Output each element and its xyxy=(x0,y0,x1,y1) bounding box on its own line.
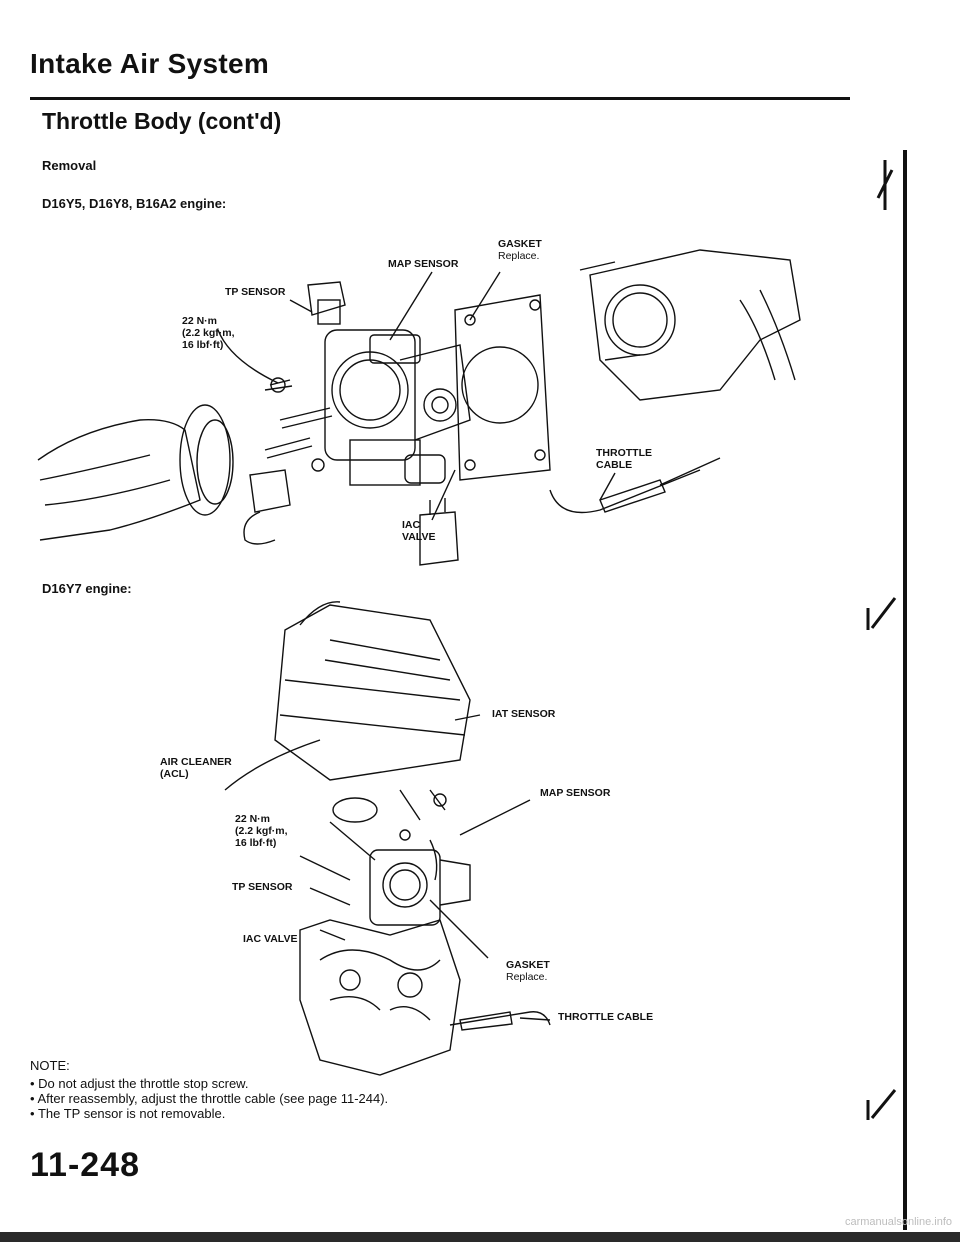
diagram2-label-gasket-note: Replace. xyxy=(506,971,548,983)
page-number: 11-248 xyxy=(30,1146,140,1184)
diagram1-label-throttle-cable-1: THROTTLE xyxy=(596,447,652,459)
note-heading: NOTE: xyxy=(30,1058,70,1073)
diagram2-label-iac-valve: IAC VALVE xyxy=(243,933,298,945)
note-list: Do not adjust the throttle stop screw. A… xyxy=(30,1076,388,1121)
diagram2-label-throttle-cable: THROTTLE CABLE xyxy=(558,1011,654,1023)
diagram1-label-gasket: GASKET xyxy=(498,238,542,250)
diagram2-label-gasket: GASKET xyxy=(506,959,550,971)
diagram1-label-iac-2: VALVE xyxy=(402,531,436,543)
binder-mark-4 xyxy=(866,1089,897,1120)
note-item: The TP sensor is not removable. xyxy=(30,1106,388,1121)
diagram2-label-iat-sensor: IAT SENSOR xyxy=(492,708,556,720)
diagram1-label-map-sensor: MAP SENSOR xyxy=(388,258,459,270)
diagram2-label-torque-1: 22 N·m xyxy=(235,813,271,825)
diagram2-label-air-cleaner-1: AIR CLEANER xyxy=(160,756,232,768)
diagram1-engine-caption: D16Y5, D16Y8, B16A2 engine: xyxy=(42,196,227,211)
diagram1-label-iac-1: IAC xyxy=(402,519,421,531)
footer-band xyxy=(0,1232,960,1242)
diagram2-label-air-cleaner-2: (ACL) xyxy=(160,768,189,780)
diagram1-label-gasket-note: Replace. xyxy=(498,250,540,262)
diagram2-label-map-sensor: MAP SENSOR xyxy=(540,787,611,799)
binder-mark-3 xyxy=(866,597,897,630)
page-title: Intake Air System xyxy=(30,48,270,79)
diagram1-label-torque-1: 22 N·m xyxy=(182,315,218,327)
diagram2-label-torque-3: 16 lbf·ft) xyxy=(235,837,277,849)
diagram2-label-tp-sensor: TP SENSOR xyxy=(232,881,293,893)
note-item: After reassembly, adjust the throttle ca… xyxy=(30,1091,388,1106)
diagram1-label-torque-3: 16 lbf·ft) xyxy=(182,339,224,351)
binder-mark-1 xyxy=(876,160,894,210)
diagram1-label-torque-2: (2.2 kgf·m, xyxy=(182,327,235,339)
watermark: carmanualsonline.info xyxy=(844,1216,952,1228)
diagram1-art xyxy=(37,249,801,566)
diagram2-art xyxy=(224,601,551,1076)
note-item: Do not adjust the throttle stop screw. xyxy=(30,1076,388,1091)
section-heading: Throttle Body (cont'd) xyxy=(42,108,282,134)
subsection-heading: Removal xyxy=(42,158,97,173)
diagram2-engine-caption: D16Y7 engine: xyxy=(42,581,132,596)
title-rule xyxy=(30,97,850,100)
diagram1-label-tp-sensor: TP SENSOR xyxy=(225,286,286,298)
diagram1-label-throttle-cable-2: CABLE xyxy=(596,459,633,471)
diagram2-label-torque-2: (2.2 kgf·m, xyxy=(235,825,288,837)
